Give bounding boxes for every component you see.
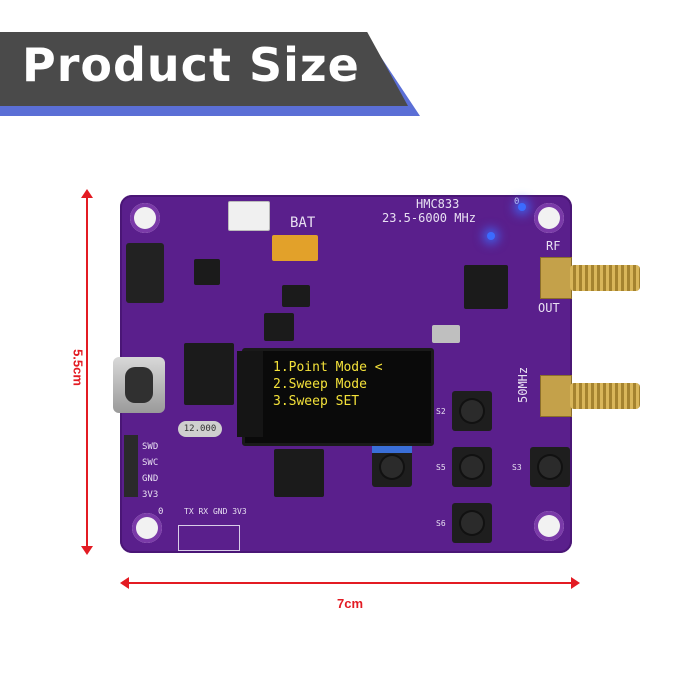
rf-label: RF: [546, 239, 561, 253]
menu-cursor: <: [374, 360, 383, 375]
ref-50mhz-connector[interactable]: [570, 383, 640, 409]
charger-chip: [184, 343, 234, 405]
inductor: [282, 285, 310, 307]
serial-pin-label: 3V3: [232, 507, 247, 516]
swd-header: [124, 435, 138, 497]
oled-display: 1.Point Mode < 2.Sweep Mode 3.Sweep SET: [237, 348, 434, 446]
menu-item-sweep-mode[interactable]: 2.Sweep Mode: [273, 377, 367, 392]
tcxo-oscillator: [432, 325, 460, 343]
menu-item-sweep-set[interactable]: 3.Sweep SET: [273, 394, 360, 409]
power-switch[interactable]: [126, 243, 164, 303]
mounting-hole: [534, 511, 564, 541]
height-dimension-label: 5.5cm: [70, 349, 86, 386]
serial-pin-label: GND: [212, 507, 228, 516]
regulator-chip: [194, 259, 220, 285]
banner-title: Product Size: [22, 38, 360, 92]
board-freq-range: 23.5-6000 MHz: [382, 211, 476, 225]
mounting-hole: [534, 203, 564, 233]
button-s3[interactable]: [530, 447, 570, 487]
mcu-chip: [274, 449, 324, 497]
rf-out-connector[interactable]: [570, 265, 640, 291]
button-s5[interactable]: [452, 447, 492, 487]
button-s5-label: S5: [436, 463, 446, 472]
header-pin-label: 3V3: [142, 490, 159, 500]
button-s2[interactable]: [452, 391, 492, 431]
rf-out-connector-base: [540, 257, 572, 299]
serial-header-labels: TX RX GND 3V3: [184, 507, 247, 516]
pcb-board: HMC833 23.5-6000 MHz 0 BAT RF OUT 50MHz …: [120, 195, 640, 553]
out-label: OUT: [538, 301, 560, 315]
button-s2-label: S2: [436, 407, 446, 416]
swd-header-labels: SWD SWC GND 3V3: [142, 439, 158, 503]
button-s6[interactable]: [452, 503, 492, 543]
serial-pin-label: RX: [198, 507, 209, 516]
bat-label: BAT: [290, 215, 316, 231]
status-led: [518, 203, 526, 211]
banner-background: [0, 32, 408, 106]
header-pin-label: SWC: [142, 458, 159, 468]
voltage-regulator: [264, 313, 294, 341]
button-s4[interactable]: [372, 447, 412, 487]
serial-header: [178, 525, 240, 551]
serial-pin-label: TX: [184, 507, 194, 516]
battery-connector: [228, 201, 270, 231]
oled-connector: [237, 351, 263, 437]
header-pin-label: GND: [142, 474, 159, 484]
menu-item-point-mode[interactable]: 1.Point Mode <: [273, 360, 383, 375]
button-s3-label: S3: [512, 463, 522, 472]
mounting-hole: [130, 203, 160, 233]
mounting-hole: [132, 513, 162, 543]
board-zero-top: 0: [514, 197, 520, 207]
hmc833-chip: [464, 265, 508, 309]
width-dimension-line: [120, 577, 580, 589]
tantalum-capacitor: [272, 235, 318, 261]
crystal: 12.000: [178, 421, 222, 437]
height-dimension-line: [81, 189, 93, 555]
ref-50mhz-label: 50MHz: [516, 366, 530, 403]
usb-c-port[interactable]: [113, 357, 165, 413]
ref-connector-base: [540, 375, 572, 417]
header-pin-label: SWD: [142, 442, 159, 452]
button-s6-label: S6: [436, 519, 446, 528]
board-zero-bottom: 0: [158, 507, 164, 517]
oled-menu: 1.Point Mode < 2.Sweep Mode 3.Sweep SET: [273, 359, 421, 431]
board-model: HMC833: [416, 197, 460, 211]
lock-led: [487, 232, 495, 240]
width-dimension-label: 7cm: [336, 596, 364, 611]
